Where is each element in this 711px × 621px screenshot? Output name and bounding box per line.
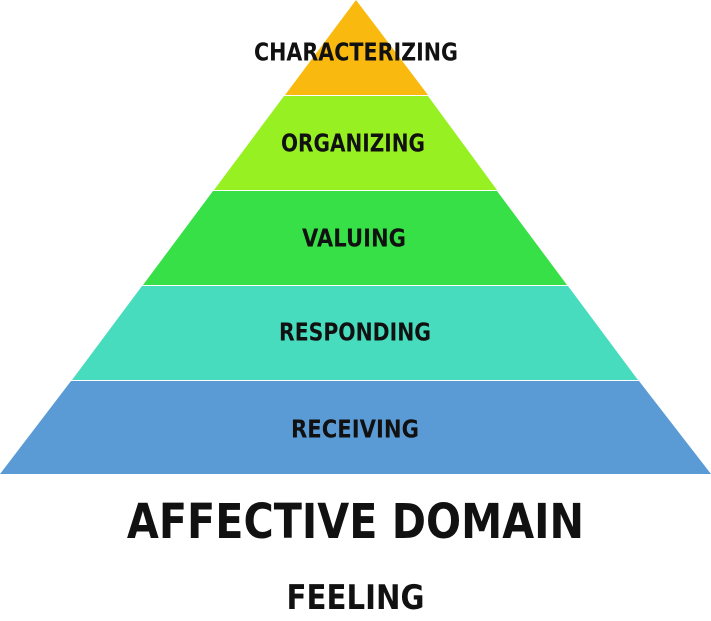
level-band <box>285 0 428 95</box>
level-band <box>143 191 567 285</box>
level-band <box>72 286 638 380</box>
pyramid-level-organizing: ORGANIZING <box>214 96 497 190</box>
level-label: CHARACTERIZING <box>254 38 458 67</box>
domain-title: AFFECTIVE DOMAIN <box>126 494 585 550</box>
pyramid-level-receiving: RECEIVING <box>0 381 711 474</box>
domain-subtitle: FEELING <box>286 578 425 618</box>
level-label: VALUING <box>302 224 406 253</box>
pyramid-level-characterizing: CHARACTERIZING <box>254 0 458 95</box>
pyramid-level-responding: RESPONDING <box>72 286 638 380</box>
level-band <box>214 96 497 190</box>
level-label: ORGANIZING <box>281 129 425 158</box>
level-label: RECEIVING <box>291 415 419 444</box>
level-label: RESPONDING <box>279 318 431 347</box>
pyramid-level-valuing: VALUING <box>143 191 567 285</box>
affective-domain-pyramid: CHARACTERIZING ORGANIZING VALUING RESPON… <box>0 0 711 474</box>
level-band <box>0 381 711 474</box>
